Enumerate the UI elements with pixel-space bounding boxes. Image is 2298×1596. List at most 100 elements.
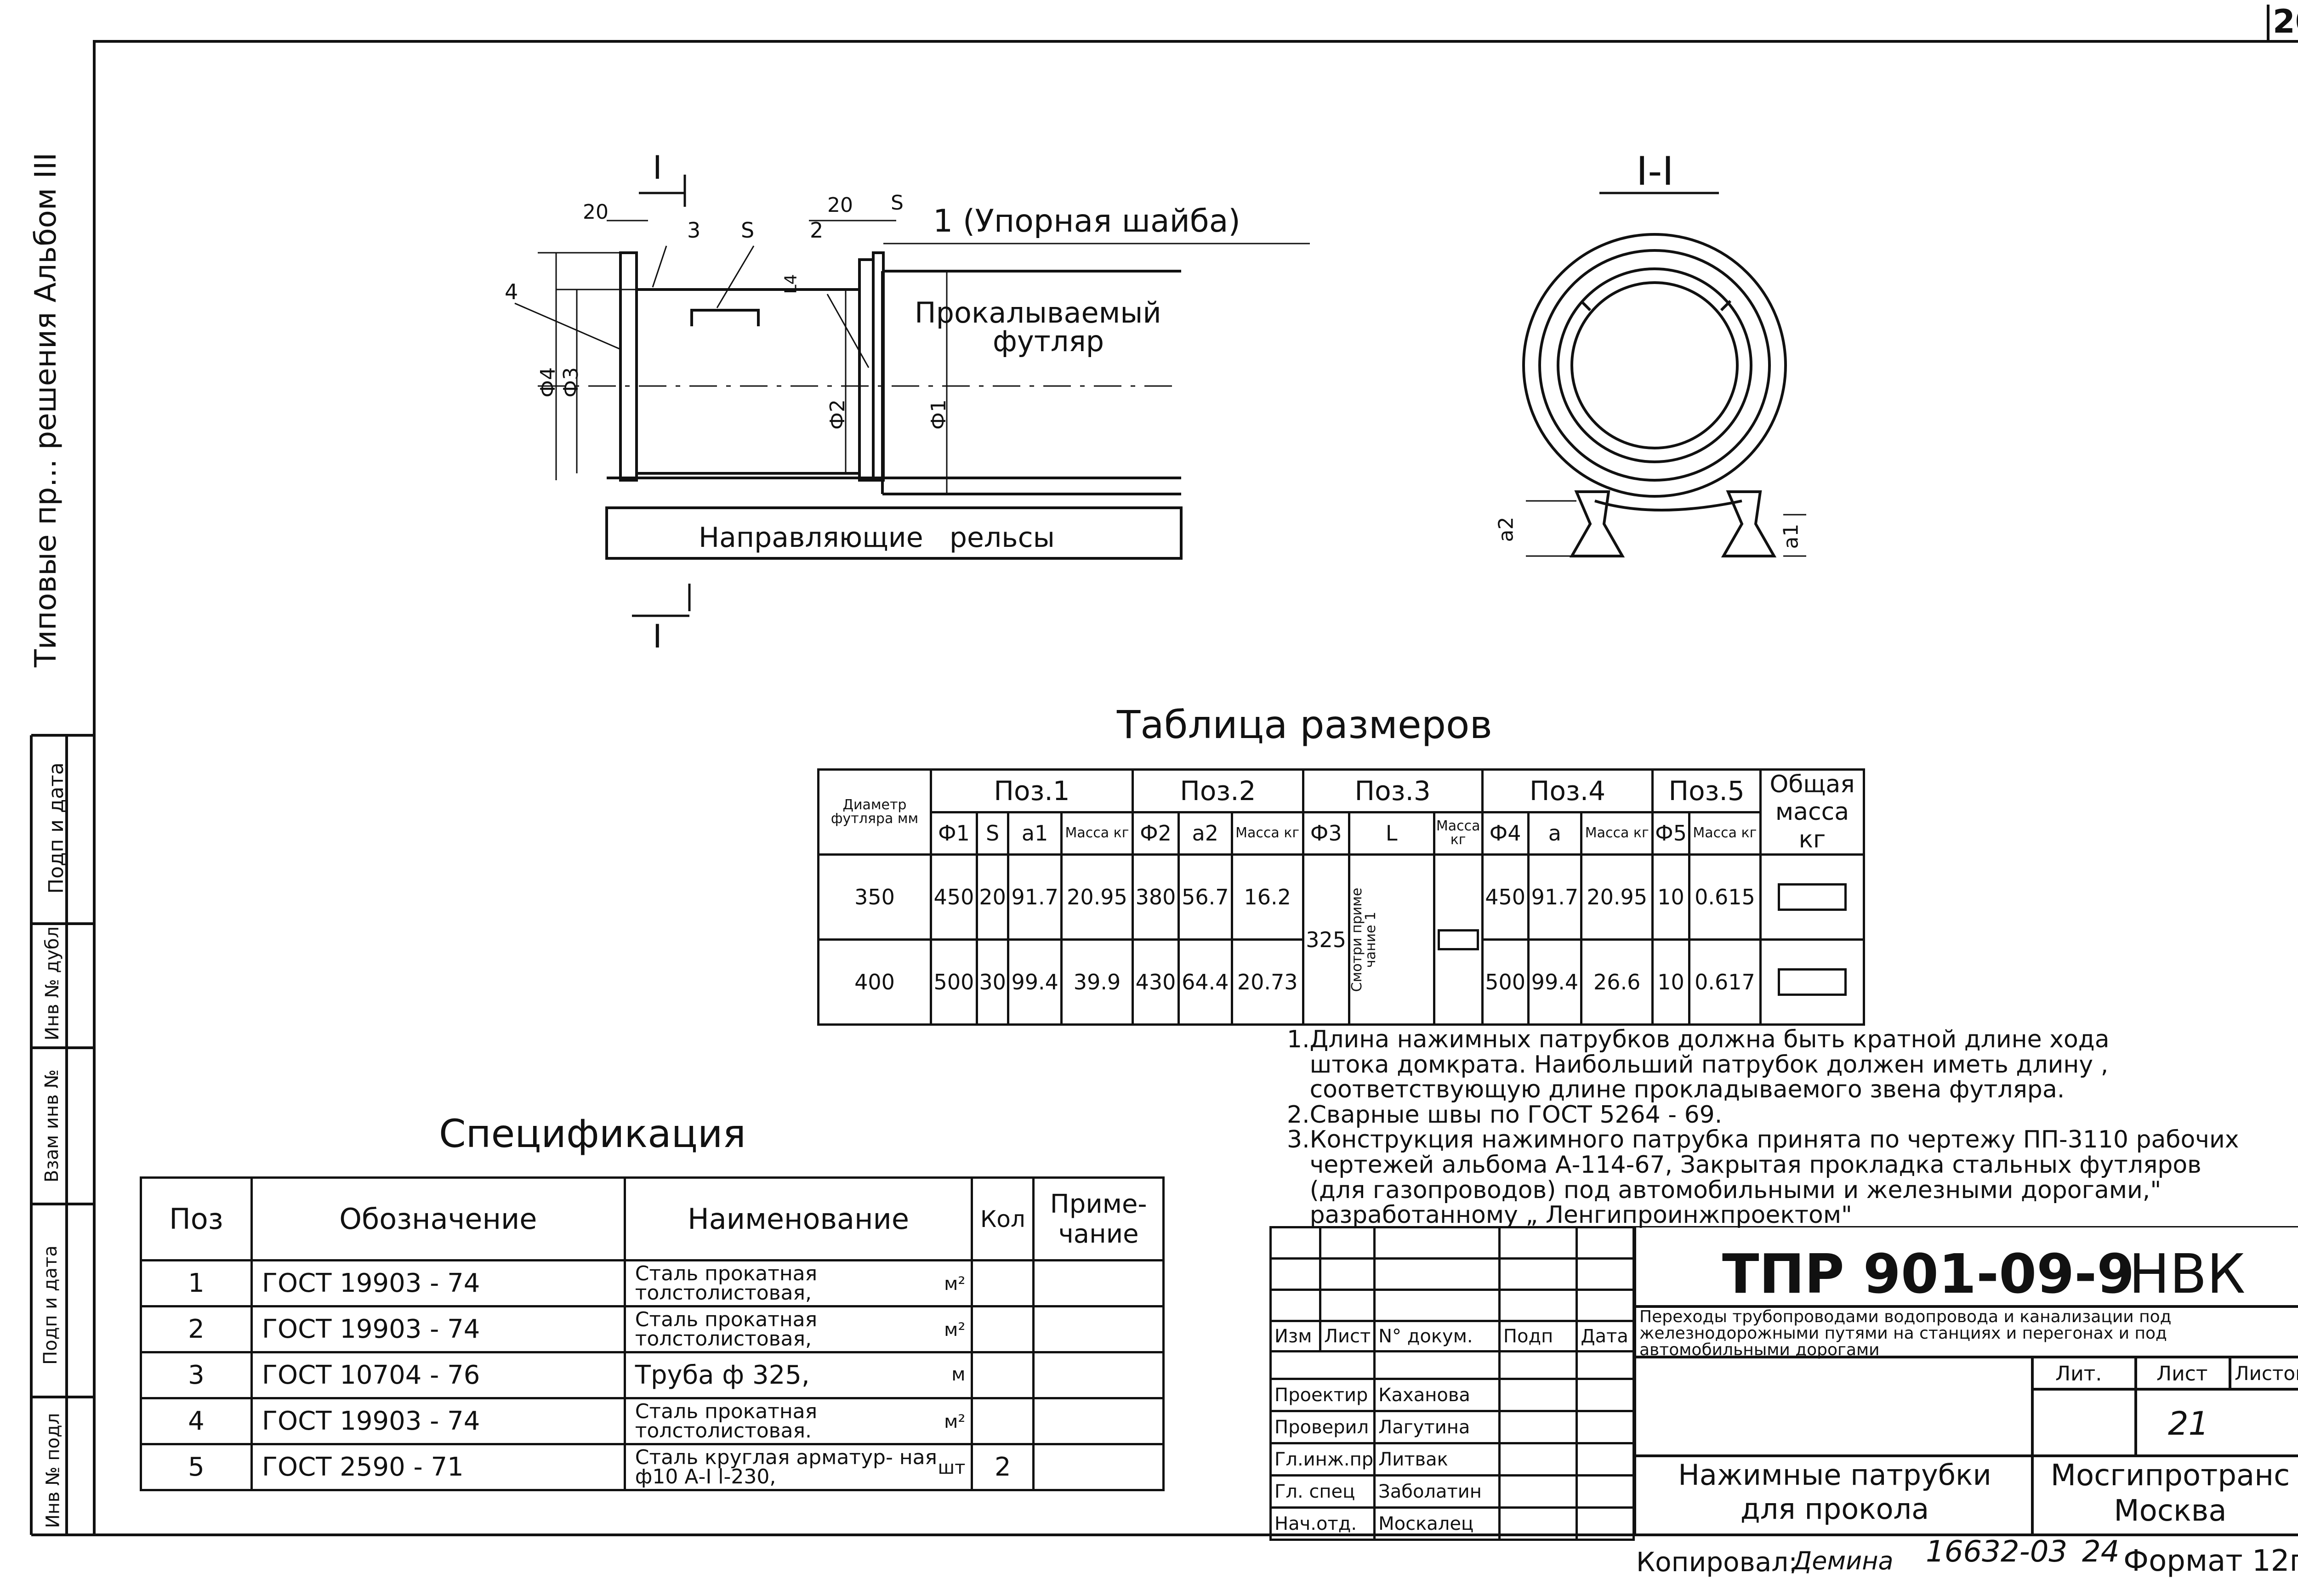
row1-p1-mass: 20.95 <box>1060 853 1134 941</box>
sub-p2-a: a2 <box>1177 811 1233 856</box>
p3-note: Смотри приме чание 1 <box>1348 887 1379 992</box>
case-label-2: футляр <box>993 324 1104 358</box>
role-1: Проектир <box>1269 1378 1376 1412</box>
spec-qty <box>971 1397 1035 1445</box>
role-3: Гл.инж.пр <box>1269 1442 1376 1477</box>
note-line: 3.Конструкция нажимного патрубка принята… <box>1287 1126 2239 1154</box>
row2-total-box <box>1778 968 1847 996</box>
p3-phi: 325 <box>1302 853 1350 1026</box>
spec-title: Спецификация <box>439 1111 746 1156</box>
sheet-label: Лист <box>2156 1362 2208 1386</box>
row2-d: 400 <box>817 938 932 1026</box>
row1-p2-mass: 16.2 <box>1230 853 1304 941</box>
row1-p4-phi: 450 <box>1481 853 1530 941</box>
sub-p1-a: a1 <box>1007 811 1063 856</box>
row1-p1-phi: 450 <box>930 853 978 941</box>
row2-p1-phi: 500 <box>930 938 978 1026</box>
dim-l4: L4 <box>781 274 801 294</box>
notes-block: 1.Длина нажимных патрубков должна быть к… <box>1287 1027 2298 1228</box>
spec-table: Поз Обозначение Наименование Кол Приме- … <box>140 1176 1165 1491</box>
row2-p1-a: 99.4 <box>1007 938 1063 1026</box>
footer-inv: 16632-03 <box>1926 1535 2068 1569</box>
spec-code: ГОСТ 10704 - 76 <box>250 1351 626 1399</box>
row2-p4-mass: 26.6 <box>1580 938 1654 1026</box>
footer-copier-sign: Демина <box>1792 1546 1894 1575</box>
sub-p4-a: a <box>1527 811 1583 856</box>
spec-head-code: Обозначение <box>250 1176 626 1261</box>
pos-4-label: 4 <box>505 279 518 304</box>
margin-inv-dubl: Инв № дубл <box>42 926 63 1041</box>
group-pos5: Поз.5 <box>1651 768 1762 813</box>
spec-qty <box>971 1351 1035 1399</box>
pos-3-label: 3 <box>687 218 701 243</box>
group-pos4: Поз.4 <box>1481 768 1654 813</box>
spec-head-note: Приме- чание <box>1032 1176 1165 1261</box>
spec-name: Сталь круглая арматур- ная ф10 А-I l-230… <box>635 1445 938 1488</box>
spec-name: Сталь прокатная толстолистовая, <box>635 1261 818 1305</box>
spec-unit: м <box>951 1364 966 1385</box>
dim-20-left: 20 <box>583 200 609 224</box>
case-label-1: Прокалываемый <box>915 296 1161 329</box>
table-row: 350 450 20 91.7 20.95 380 56.7 16.2 325 … <box>817 853 1865 1026</box>
sheets-label: Листов <box>2235 1362 2298 1385</box>
spec-pos: 3 <box>140 1351 253 1399</box>
spec-name: Сталь прокатная толстолистовая, <box>635 1307 818 1351</box>
pos-s-label: S <box>741 218 755 243</box>
p3-mass-box <box>1437 929 1479 950</box>
row2-p2-a: 64.4 <box>1177 938 1233 1026</box>
name-2: Лагутина <box>1373 1410 1501 1444</box>
note-line: разработанному „ Ленгипроинжпроектом" <box>1287 1201 1852 1229</box>
sub-p5-phi: Ф5 <box>1651 811 1690 856</box>
table-row: 4 ГОСТ 19903 - 74 Сталь прокатная толсто… <box>140 1397 1165 1445</box>
spec-unit: шт <box>938 1457 966 1478</box>
row1-p5-mass: 0.615 <box>1688 853 1762 941</box>
footer-copied: Копировал: <box>1636 1546 1797 1578</box>
name-5: Москалец <box>1373 1506 1501 1541</box>
margin-podp-data-2: Подп и дата <box>40 1245 61 1365</box>
footer-num: 24 <box>2082 1535 2120 1569</box>
role-5: Нач.отд. <box>1269 1506 1376 1541</box>
row1-p1-s: 20 <box>975 853 1010 941</box>
col-podp: Подп <box>1498 1320 1578 1352</box>
pos-1-label: 1 (Упорная шайба) <box>933 203 1240 239</box>
row1-p4-mass: 20.95 <box>1580 853 1654 941</box>
lit-label: Лит. <box>2055 1362 2102 1386</box>
sheet-frame <box>93 40 2298 1536</box>
row2-p4-a: 99.4 <box>1527 938 1583 1026</box>
spec-qty <box>971 1259 1035 1307</box>
note-line: чертежей альбома А-114-67, Закрытая прок… <box>1287 1151 2201 1179</box>
organization: Мосгипротранс Москва <box>2050 1459 2290 1528</box>
margin-vzam: Взам инв № <box>41 1069 63 1183</box>
col-izm: Изм <box>1269 1320 1321 1352</box>
table-row: 5 ГОСТ 2590 - 71 Сталь круглая арматур- … <box>140 1443 1165 1491</box>
section-mark-bottom: I <box>653 618 662 655</box>
sub-p4-phi: Ф4 <box>1481 811 1530 856</box>
note-line: (для газопроводов) под автомобильными и … <box>1287 1176 2161 1204</box>
sub-p2-mass: Масса кг <box>1230 811 1304 856</box>
dim-phi1: Ф1 <box>927 399 950 430</box>
role-4: Гл. спец <box>1269 1474 1376 1509</box>
spec-unit: м² <box>944 1273 966 1295</box>
group-pos2: Поз.2 <box>1132 768 1304 813</box>
sub-p1-s: S <box>975 811 1010 856</box>
table-row: 3 ГОСТ 10704 - 76 Труба ф 325,м <box>140 1351 1165 1399</box>
sub-p1-phi: Ф1 <box>930 811 978 856</box>
name-3: Литвак <box>1373 1442 1501 1477</box>
row2-p5-phi: 10 <box>1651 938 1690 1026</box>
drawing-name: Нажимные патрубки для прокола <box>1678 1458 1991 1526</box>
row1-p2-a: 56.7 <box>1177 853 1233 941</box>
sub-p2-phi: Ф2 <box>1132 811 1180 856</box>
table-row: 1 ГОСТ 19903 - 74 Сталь прокатная толсто… <box>140 1259 1165 1307</box>
col-data: Дата <box>1576 1320 1635 1352</box>
dim-phi2: Ф2 <box>825 399 849 430</box>
margin-podp-data: Подп и дата <box>44 762 68 894</box>
spec-code: ГОСТ 19903 - 74 <box>250 1259 626 1307</box>
dim-a1: a1 <box>1779 523 1803 549</box>
name-4: Заболатин <box>1373 1474 1501 1509</box>
table-row: 2 ГОСТ 19903 - 74 Сталь прокатная толсто… <box>140 1305 1165 1353</box>
spec-qty: 2 <box>971 1443 1035 1491</box>
row1-total-box <box>1778 883 1847 911</box>
row2-p4-phi: 500 <box>1481 938 1530 1026</box>
spec-code: ГОСТ 19903 - 74 <box>250 1397 626 1445</box>
